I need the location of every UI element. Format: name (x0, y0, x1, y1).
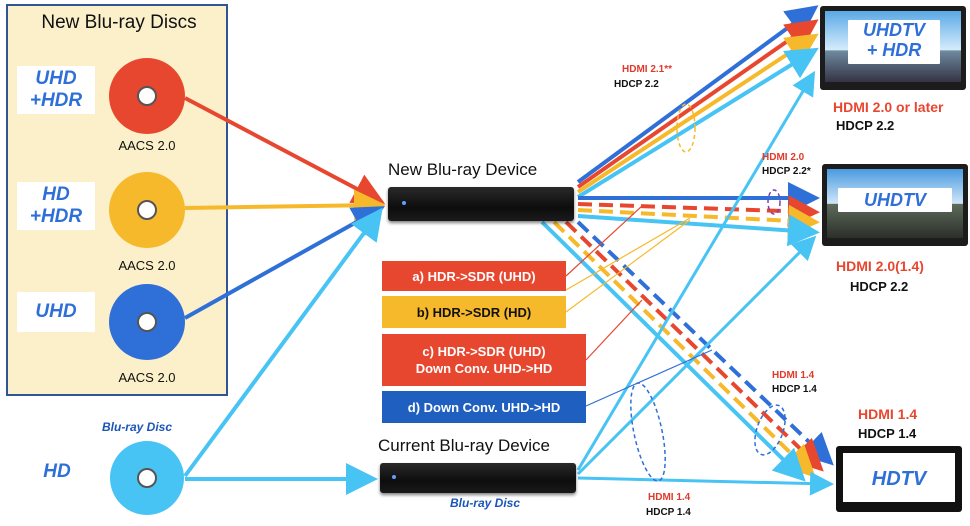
disc-label-line1: UHD (35, 301, 77, 322)
panel-title: New Blu-ray Discs (41, 12, 197, 33)
new-device-title: New Blu-ray Device (388, 160, 538, 179)
conversion-d-text: d) Down Conv. UHD->HD (407, 399, 561, 415)
conversion-a: a) HDR->SDR (UHD) (382, 261, 566, 291)
conversion-c-line2: Down Conv. UHD->HD (415, 361, 553, 376)
annotation-hdmi-2-1: HDMI 2.1** (622, 64, 673, 75)
disc-label-line1: HD (42, 184, 70, 205)
disc-label-line1: UHD (35, 68, 77, 89)
to-uhdtv-arrows (577, 182, 820, 247)
aacs-label-uhd: AACS 2.0 (118, 370, 176, 385)
uhdtv-hdr-hdmi: HDMI 2.0 or later (833, 99, 944, 115)
disc-label-uhd-hdr: UHD+HDR (17, 66, 95, 114)
current-device-title: Current Blu-ray Device (378, 436, 550, 455)
link-ellipses (630, 103, 786, 482)
annotation-hdmi-1-4-a: HDMI 1.4 (772, 370, 815, 381)
disc-hd (110, 441, 184, 515)
annotation-hdcp-2-2-star: HDCP 2.2* (762, 166, 811, 177)
disc-uhd-hdr (109, 58, 185, 134)
conversion-b: b) HDR->SDR (HD) (382, 296, 566, 328)
to-hdtv-dashed-arrows (540, 220, 834, 482)
disc-label-hd: HD (32, 452, 82, 492)
conversion-d: d) Down Conv. UHD->HD (382, 391, 586, 423)
current-device-logo-text: Blu-ray Disc (449, 496, 521, 510)
annotation-hdcp-1-4-a: HDCP 1.4 (772, 384, 817, 395)
conversion-a-text: a) HDR->SDR (UHD) (412, 268, 536, 284)
conversion-c: c) HDR->SDR (UHD) Down Conv. UHD->HD (382, 334, 586, 386)
conversion-c-line1: c) HDR->SDR (UHD) (422, 344, 546, 359)
to-uhdtv-hdr-arrows (576, 5, 819, 199)
disc-label-uhd: UHD (17, 292, 95, 332)
hdtv-hdcp: HDCP 1.4 (858, 426, 917, 441)
disc-label-hd-hdr: HD+HDR (17, 182, 95, 230)
disc-hd-hdr (109, 172, 185, 248)
disc-label-line1: HD (43, 461, 71, 482)
disc-label-line2: +HDR (29, 90, 83, 111)
uhdtv-hdr-hdcp: HDCP 2.2 (836, 118, 895, 133)
aacs-label-hd-hdr: AACS 2.0 (118, 258, 176, 273)
hdtv-tv: HDTV (836, 446, 962, 512)
uhdtv-hdr-line2: + HDR (866, 40, 922, 60)
annotation-hdmi-1-4-b: HDMI 1.4 (648, 492, 691, 503)
uhdtv-tv: UHDTV (822, 164, 968, 246)
disc-to-new-device-arrows (183, 96, 386, 495)
hdtv-label: HDTV (854, 464, 944, 494)
uhdtv-label: UHDTV (838, 188, 952, 212)
uhdtv-hdmi: HDMI 2.0(1.4) (836, 258, 924, 274)
uhdtv-hdr-tv: UHDTV+ HDR (820, 6, 966, 90)
current-device-logo: Blu-ray Disc (440, 496, 530, 510)
bluray-logo: Blu-ray Disc (98, 420, 176, 434)
uhdtv-hdcp: HDCP 2.2 (850, 279, 909, 294)
annotation-hdcp-1-4-b: HDCP 1.4 (646, 507, 691, 518)
annotation-hdcp-2-2: HDCP 2.2 (614, 79, 659, 90)
uhdtv-hdr-label: UHDTV+ HDR (848, 20, 940, 64)
disc-uhd (109, 284, 185, 360)
conversion-connectors (565, 205, 713, 407)
bluray-logo-text: Blu-ray Disc (101, 420, 173, 434)
aacs-label-uhd-hdr: AACS 2.0 (118, 138, 176, 153)
conversion-b-text: b) HDR->SDR (HD) (416, 304, 532, 320)
new-bluray-device (388, 187, 574, 221)
annotation-hdmi-2-0: HDMI 2.0 (762, 152, 805, 163)
hdtv-hdmi: HDMI 1.4 (858, 406, 918, 422)
uhdtv-hdr-line1: UHDTV (863, 20, 925, 40)
disc-label-line2: +HDR (29, 206, 83, 227)
current-bluray-device (380, 463, 576, 493)
